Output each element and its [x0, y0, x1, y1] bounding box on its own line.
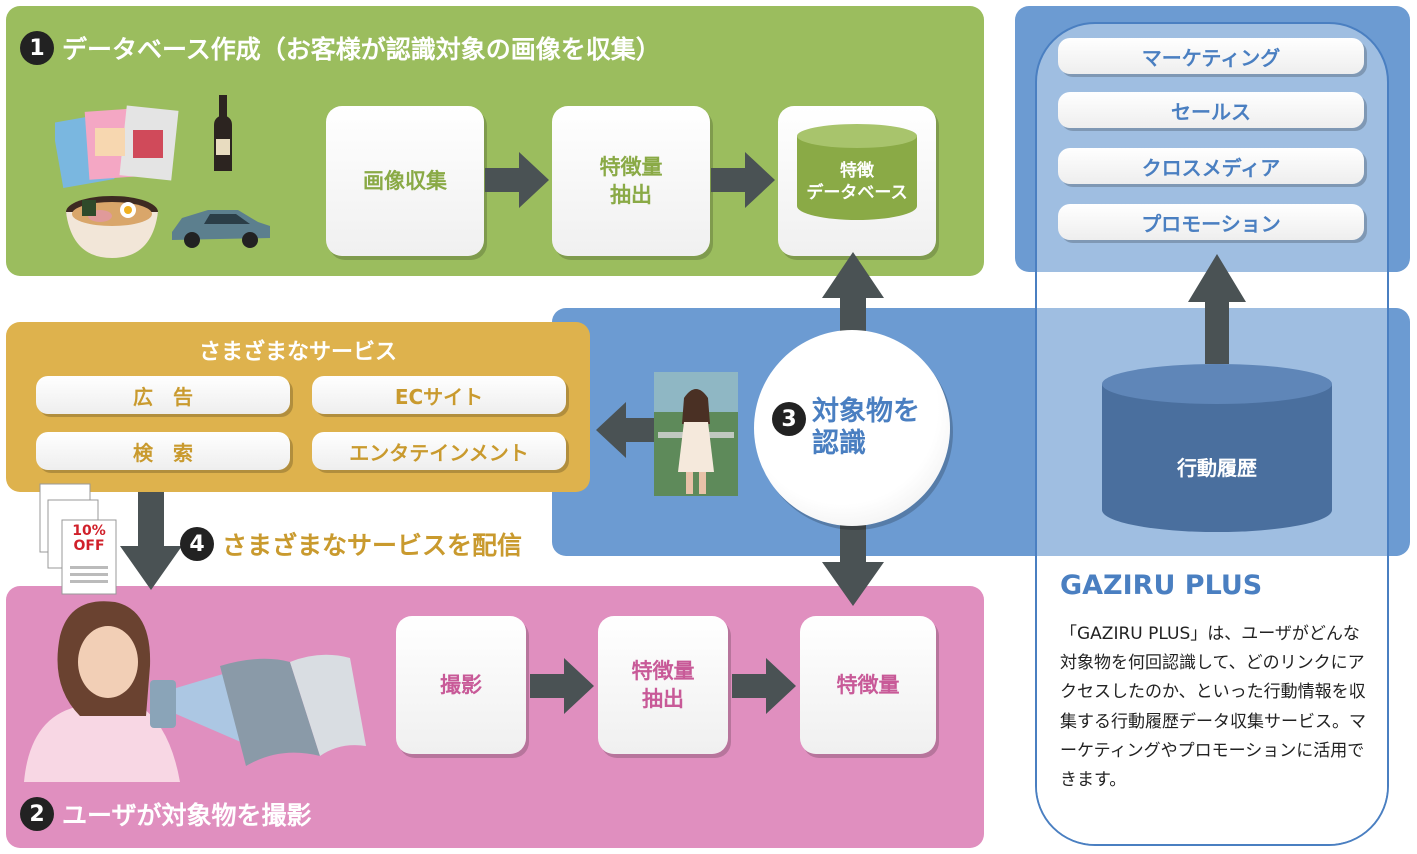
- step-features: 特徴量: [800, 616, 936, 754]
- services-title: さまざまなサービス: [198, 340, 397, 365]
- feature-database-label: 特徴 データベース: [806, 161, 908, 204]
- step-image-collection: 画像収集: [326, 106, 484, 256]
- section1-number: 1: [20, 31, 54, 65]
- arrow-down-to-features: [820, 520, 886, 608]
- arrow-right-1: [485, 150, 551, 210]
- section2-heading: 2 ユーザが対象物を撮影: [20, 796, 312, 832]
- step-feature-extraction-bottom-label: 特徴量 抽出: [631, 658, 695, 711]
- section3-number: 3: [772, 402, 806, 436]
- step-capture: 撮影: [396, 616, 526, 754]
- service-item-search: 検 索: [36, 432, 290, 470]
- gaziru-menu-crossmedia-label: クロスメディア: [1141, 155, 1281, 180]
- gaziru-frame-lower-fill: [1037, 556, 1387, 844]
- service-item-entertainment: エンタテインメント: [312, 432, 566, 470]
- behavior-history-label: 行動履歴: [1177, 456, 1257, 480]
- service-item-ec: ECサイト: [312, 376, 566, 414]
- wine-bottle-illustration: [208, 95, 238, 175]
- gaziru-menu-sales-label: セールス: [1171, 99, 1251, 124]
- arrow-right-4: [732, 656, 798, 716]
- gaziru-description: 「GAZIRU PLUS」は、ユーザがどんな対象物を何回認識して、どのリンクにア…: [1060, 624, 1366, 791]
- section1-heading: 1 データベース作成（お客様が認識対象の画像を収集）: [20, 30, 661, 66]
- arrow-up-from-history: [1186, 252, 1248, 364]
- section2-title: ユーザが対象物を撮影: [62, 801, 312, 830]
- behavior-history-cylinder: [1100, 362, 1334, 534]
- section4-heading: 4 さまざまなサービスを配信: [180, 526, 522, 562]
- gaziru-menu-promotion-label: プロモーション: [1141, 211, 1281, 236]
- woman-photo: [654, 372, 738, 496]
- section1-title: データベース作成（お客様が認識対象の画像を収集）: [62, 35, 661, 64]
- coupon-documents: [38, 482, 120, 598]
- step-image-collection-label: 画像収集: [363, 168, 447, 193]
- user-illustration: [20, 596, 370, 782]
- step-feature-extraction-bottom: 特徴量 抽出: [598, 616, 728, 754]
- coupon-text: 10% OFF: [72, 523, 106, 554]
- step-capture-label: 撮影: [440, 672, 482, 697]
- gaziru-title: GAZIRU PLUS: [1060, 570, 1263, 601]
- ramen-illustration: [62, 192, 162, 262]
- service-item-search-label: 検 索: [133, 440, 193, 465]
- arrow-down-to-user: [118, 492, 184, 592]
- step-feature-extraction-top-label: 特徴量 抽出: [599, 154, 663, 207]
- gaziru-menu-promotion: プロモーション: [1058, 204, 1364, 240]
- section4-number: 4: [180, 527, 214, 561]
- arrow-left-to-services: [596, 400, 658, 460]
- arrow-right-2: [711, 150, 777, 210]
- arrow-up-to-database: [820, 250, 886, 340]
- service-item-ads-label: 広 告: [133, 384, 193, 409]
- gaziru-menu-marketing: マーケティング: [1058, 38, 1364, 74]
- service-item-entertainment-label: エンタテインメント: [349, 440, 529, 465]
- section2-number: 2: [20, 797, 54, 831]
- step-features-label: 特徴量: [836, 672, 900, 697]
- feature-database-cylinder: [795, 122, 919, 222]
- service-item-ads: 広 告: [36, 376, 290, 414]
- car-illustration: [168, 200, 273, 250]
- gaziru-menu-crossmedia: クロスメディア: [1058, 148, 1364, 184]
- gaziru-menu-sales: セールス: [1058, 92, 1364, 128]
- gaziru-menu-marketing-label: マーケティング: [1141, 45, 1281, 70]
- arrow-right-3: [530, 656, 596, 716]
- magazines-illustration: [55, 100, 185, 190]
- step-feature-extraction-top: 特徴量 抽出: [552, 106, 710, 256]
- service-item-ec-label: ECサイト: [394, 384, 484, 409]
- section3-label: 対象物を 認識: [812, 396, 920, 460]
- section4-label: さまざまなサービスを配信: [222, 531, 523, 560]
